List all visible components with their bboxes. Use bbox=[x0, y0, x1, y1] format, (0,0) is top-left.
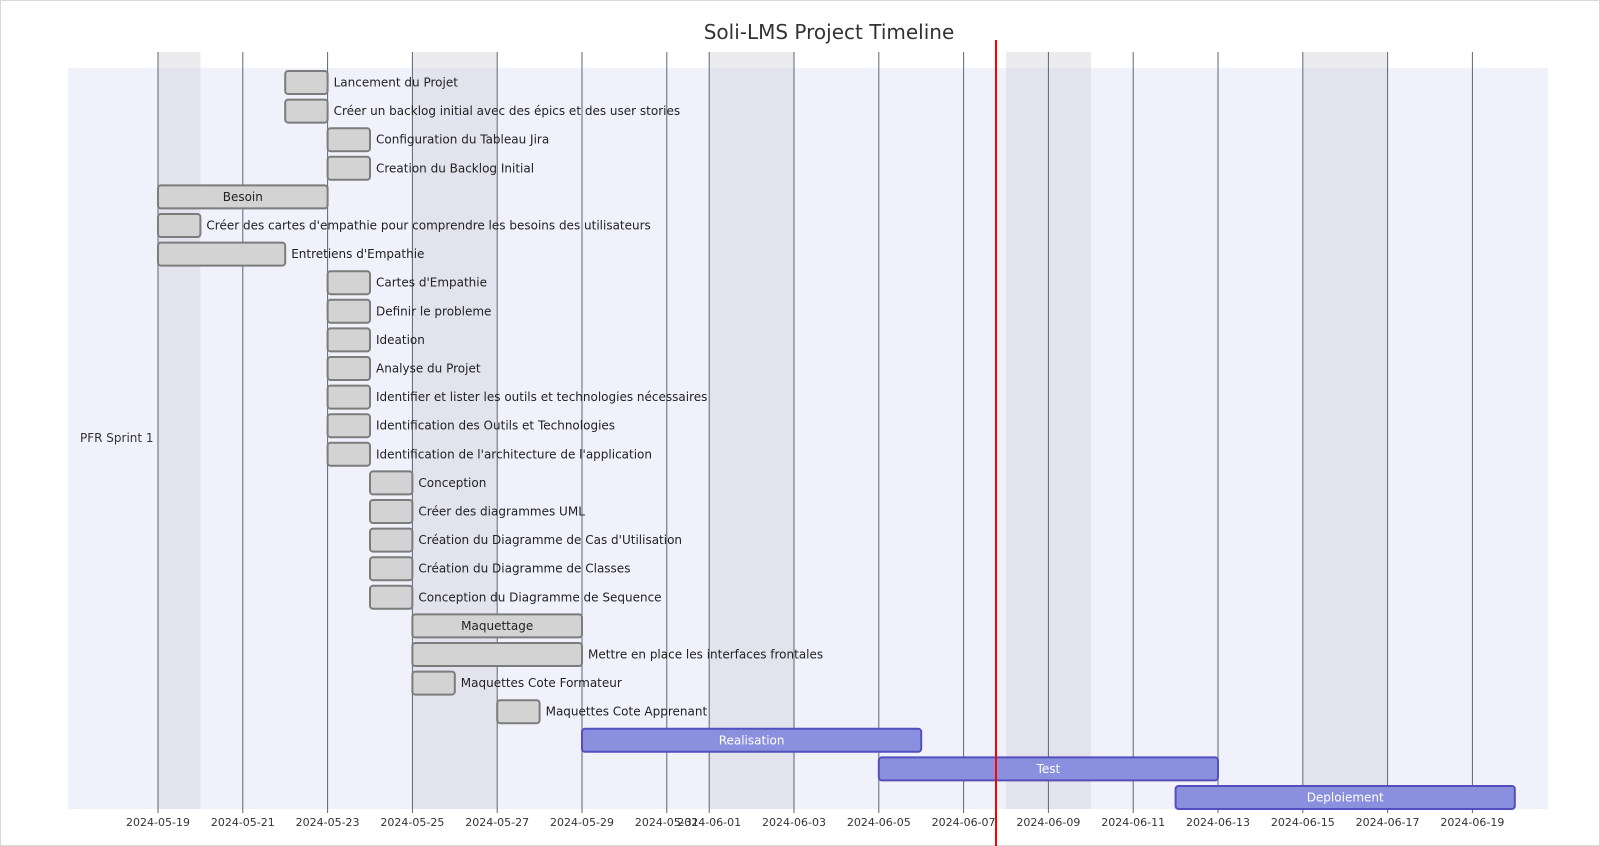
task-label: Cartes d'Empathie bbox=[376, 276, 487, 290]
task-bar-active bbox=[581, 727, 923, 753]
task-label: Lancement du Projet bbox=[334, 76, 459, 90]
chart-title: Soli-LMS Project Timeline bbox=[704, 20, 955, 44]
task-label: Test bbox=[1036, 762, 1061, 776]
task-label: Mettre en place les interfaces frontales bbox=[588, 648, 823, 662]
x-tick-label: 2024-05-21 bbox=[211, 816, 275, 829]
task-bar bbox=[326, 298, 372, 324]
task-bar bbox=[284, 70, 329, 95]
x-tick-label: 2024-05-19 bbox=[126, 816, 190, 829]
task-label: Deploiement bbox=[1307, 791, 1384, 805]
task-label: Maquettes Cote Apprenant bbox=[546, 705, 708, 719]
task-label: Conception bbox=[418, 476, 486, 490]
section-label: PFR Sprint 1 bbox=[80, 431, 154, 445]
weekend-band bbox=[158, 52, 201, 809]
task-bar bbox=[157, 213, 202, 238]
x-tick-label: 2024-06-09 bbox=[1016, 816, 1080, 829]
task-label: Identification des Outils et Technologie… bbox=[376, 419, 615, 433]
task-bar bbox=[326, 413, 372, 439]
task-label: Ideation bbox=[376, 333, 425, 347]
x-tick-label: 2024-06-05 bbox=[847, 816, 911, 829]
task-label: Créer des diagrammes UML bbox=[418, 505, 585, 519]
task-label: Analyse du Projet bbox=[376, 362, 481, 376]
task-label: Creation du Backlog Initial bbox=[376, 161, 534, 175]
task-bar bbox=[326, 441, 372, 467]
task-label: Definir le probleme bbox=[376, 304, 491, 318]
task-bar bbox=[369, 499, 414, 524]
task-bar bbox=[496, 699, 541, 725]
task-bar bbox=[369, 470, 414, 496]
x-tick-label: 2024-05-29 bbox=[550, 816, 614, 829]
task-bar bbox=[411, 670, 456, 696]
x-tick-label: 2024-06-19 bbox=[1440, 816, 1504, 829]
task-label: Configuration du Tableau Jira bbox=[376, 133, 549, 147]
x-tick-label: 2024-05-25 bbox=[380, 816, 444, 829]
x-tick-label: 2024-05-27 bbox=[465, 816, 529, 829]
task-label: Création du Diagramme de Cas d'Utilisati… bbox=[418, 533, 682, 547]
task-label: Créer des cartes d'empathie pour compren… bbox=[206, 219, 650, 233]
task-label: Realisation bbox=[719, 733, 785, 747]
task-bar bbox=[369, 556, 414, 582]
x-tick-label: 2024-06-01 bbox=[677, 816, 741, 829]
grid-layer bbox=[157, 52, 1473, 813]
task-label: Création du Diagramme de Classes bbox=[418, 562, 630, 576]
x-tick-label: 2024-05-31 bbox=[635, 816, 699, 829]
task-label: Besoin bbox=[223, 190, 263, 204]
task-label: Identifier et lister les outils et techn… bbox=[376, 390, 707, 404]
x-tick-label: 2024-06-11 bbox=[1101, 816, 1165, 829]
plot-background-layer bbox=[68, 52, 1548, 809]
task-bar bbox=[411, 613, 583, 639]
x-tick-label: 2024-05-23 bbox=[296, 816, 360, 829]
task-label: Identification de l'architecture de l'ap… bbox=[376, 447, 652, 461]
task-bar bbox=[369, 527, 414, 553]
task-bars-layer bbox=[157, 70, 1516, 810]
task-bar bbox=[326, 270, 372, 296]
task-bar bbox=[326, 127, 372, 153]
task-bar bbox=[326, 155, 372, 181]
weekend-band-top bbox=[412, 52, 498, 68]
weekend-band-top bbox=[709, 52, 794, 68]
weekend-band bbox=[709, 52, 794, 809]
weekend-band-top bbox=[1302, 52, 1388, 68]
weekend-band bbox=[1302, 52, 1388, 809]
x-tick-label: 2024-06-13 bbox=[1186, 816, 1250, 829]
x-axis-ticks-layer: 2024-05-19 2024-05-21 2024-05-23 2024-05-25… bbox=[126, 816, 1504, 829]
task-bar bbox=[284, 98, 329, 124]
task-bar-active bbox=[877, 756, 1219, 782]
x-tick-label: 2024-06-15 bbox=[1271, 816, 1335, 829]
task-label: Conception du Diagramme de Sequence bbox=[418, 590, 661, 604]
task-bar bbox=[157, 241, 287, 267]
task-label: Maquettage bbox=[461, 619, 533, 633]
x-tick-label: 2024-06-03 bbox=[762, 816, 826, 829]
task-bar bbox=[326, 384, 372, 410]
task-bar bbox=[326, 327, 372, 353]
task-bar bbox=[369, 584, 414, 610]
x-tick-label: 2024-06-07 bbox=[932, 816, 996, 829]
x-tick-label: 2024-06-17 bbox=[1356, 816, 1420, 829]
task-bar bbox=[411, 642, 583, 667]
task-bar bbox=[326, 356, 372, 381]
weekend-band-top bbox=[158, 52, 201, 68]
task-label: Créer un backlog initial avec des épics … bbox=[334, 104, 680, 118]
task-bar-active bbox=[1174, 785, 1516, 810]
task-label: Maquettes Cote Formateur bbox=[461, 676, 622, 690]
task-label: Entretiens d'Empathie bbox=[291, 247, 424, 261]
task-bar bbox=[157, 184, 329, 210]
